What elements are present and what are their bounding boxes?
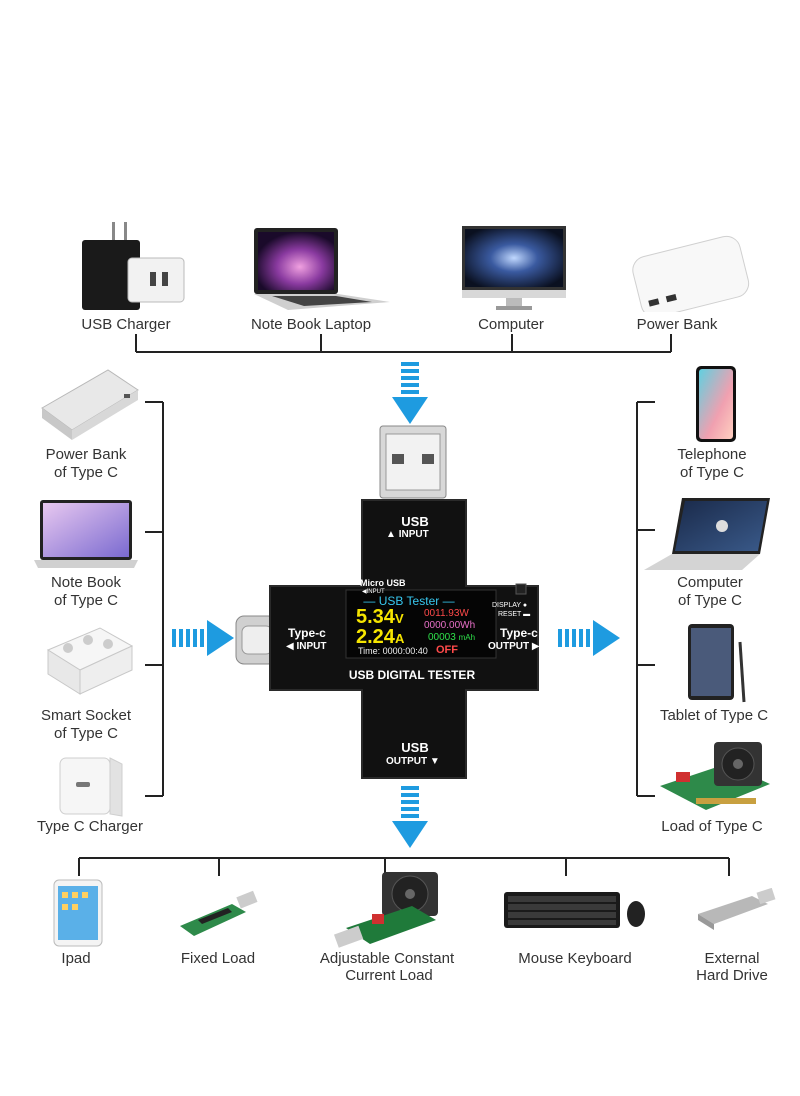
label-computer-type-c-2: of Type C <box>678 592 742 609</box>
label-telephone-1: Telephone <box>677 446 747 463</box>
type-c-charger-image <box>59 757 123 817</box>
screen-time: Time: 0000:00:40 <box>358 646 428 656</box>
reset-text: RESET <box>498 611 522 618</box>
usb-output-sub: OUTPUT ▼ <box>386 756 440 767</box>
label-notebook-laptop: Note Book Laptop <box>250 316 372 333</box>
mouse-keyboard-image <box>504 892 645 928</box>
fixed-load-image <box>180 890 258 936</box>
typec-output-sub-text: OUTPUT <box>488 641 530 652</box>
micro-usb-sub: ◀INPUT <box>362 589 385 595</box>
label-mouse-keyboard: Mouse Keyboard <box>518 950 632 967</box>
screen-status: OFF <box>436 644 458 656</box>
label-smart-socket-2: of Type C <box>54 725 118 742</box>
voltage-unit: V <box>394 611 404 626</box>
screen-power: 0011.93W <box>424 608 469 619</box>
label-telephone-2: of Type C <box>680 464 744 481</box>
display-label: DISPLAY ● <box>492 602 528 609</box>
screen-title-text: USB Tester <box>378 594 440 608</box>
label-external-hd-2: Hard Drive <box>696 967 768 984</box>
usb-charger-image <box>82 222 185 310</box>
label-computer-type-c-1: Computer <box>677 574 743 591</box>
label-notebook-type-c-2: of Type C <box>54 592 118 609</box>
typec-input-sub: ◀ INPUT <box>286 641 327 652</box>
typec-input-label: Type-c <box>288 626 326 640</box>
label-external-hd-1: External <box>704 950 760 967</box>
usb-output-sub-text: OUTPUT <box>386 756 428 767</box>
screen-energy: 0000.00Wh <box>424 620 476 631</box>
telephone-image <box>696 366 736 442</box>
screen-current: 2.24A <box>356 626 404 649</box>
tester-brand: USB DIGITAL TESTER <box>348 668 476 682</box>
notebook-laptop-image <box>254 228 390 310</box>
computer-image <box>462 226 566 310</box>
computer-type-c-image <box>644 498 770 570</box>
external-hard-drive-image <box>698 888 776 930</box>
label-usb-charger: USB Charger <box>81 316 171 333</box>
label-adjustable-load-1: Adjustable Constant <box>319 950 455 967</box>
screen-capacity: 00003 mAh <box>428 632 475 643</box>
reset-label: RESET ▬ <box>498 611 531 618</box>
smart-socket-image <box>46 627 134 695</box>
micro-usb-label: Micro USB <box>360 578 406 588</box>
notebook-type-c-image <box>34 500 138 568</box>
label-load-type-c: Load of Type C <box>661 818 763 835</box>
usb-input-label: USB <box>401 514 429 529</box>
arrow-down-input <box>392 362 428 424</box>
usb-input-sub: ▲ INPUT <box>386 529 429 540</box>
current-value: 2.24 <box>356 626 395 648</box>
capacity-unit: mAh <box>458 633 476 642</box>
capacity-value: 00003 <box>428 632 456 643</box>
arrow-down-output <box>392 786 428 848</box>
ipad-image <box>53 879 103 947</box>
usb-input-sub-text: INPUT <box>398 529 429 540</box>
micro-usb-sub-text: INPUT <box>366 589 385 595</box>
adjustable-load-image <box>333 872 438 948</box>
screen-title: — USB Tester — <box>363 594 455 608</box>
typec-input-sub-text: INPUT <box>296 641 327 652</box>
usb-output-label: USB <box>401 740 429 755</box>
label-tablet-type-c: Tablet of Type C <box>659 707 769 724</box>
arrow-right-input <box>172 620 234 656</box>
screen-voltage: 5.34V <box>356 606 404 629</box>
label-adjustable-load-2: Current Load <box>345 967 433 984</box>
tablet-image <box>688 624 746 703</box>
voltage-value: 5.34 <box>356 606 395 628</box>
label-notebook-type-c-1: Note Book <box>50 574 122 591</box>
arrow-right-output <box>558 620 620 656</box>
typec-output-sub: OUTPUT ▶ <box>488 641 540 652</box>
label-power-bank-type-c-2: of Type C <box>54 464 118 481</box>
load-type-c-image <box>660 742 770 810</box>
power-bank-image <box>632 235 750 312</box>
label-fixed-load: Fixed Load <box>180 950 256 967</box>
usb-digital-tester <box>235 425 539 779</box>
label-power-bank-type-c-1: Power Bank <box>45 446 127 463</box>
label-type-c-charger: Type C Charger <box>37 818 143 835</box>
typec-output-label: Type-c <box>500 626 538 640</box>
label-power-bank: Power Bank <box>636 316 718 333</box>
label-ipad: Ipad <box>61 950 91 967</box>
label-smart-socket-1: Smart Socket <box>40 707 132 724</box>
display-text: DISPLAY <box>492 602 521 609</box>
label-computer: Computer <box>478 316 544 333</box>
current-unit: A <box>394 631 405 646</box>
power-bank-type-c-image <box>41 369 139 440</box>
